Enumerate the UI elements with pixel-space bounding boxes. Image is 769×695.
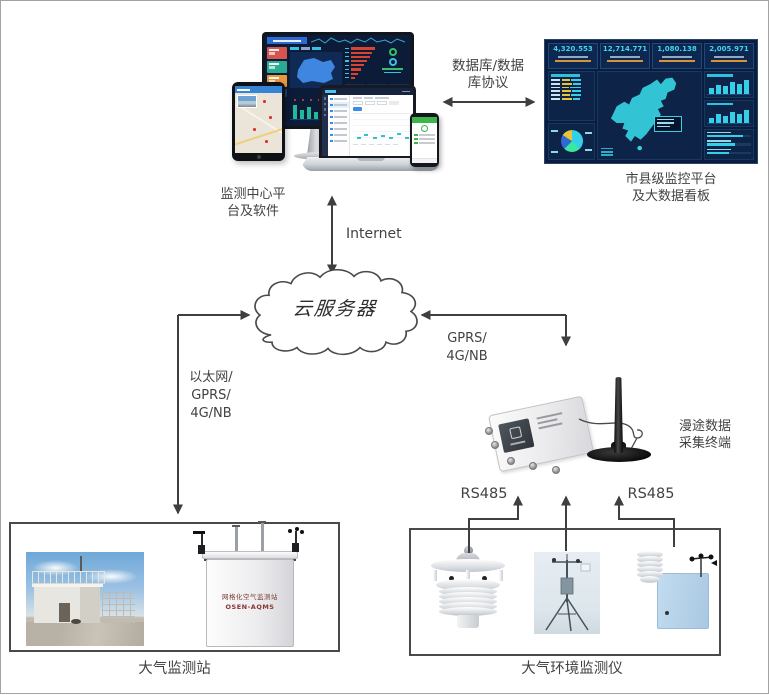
laptop-base-notch	[357, 157, 385, 161]
tablet-photo-card	[237, 95, 257, 108]
radiation-shield-sensor	[635, 549, 717, 633]
cabinet-title: 网格化空气监测站	[222, 593, 278, 601]
big-data-dashboard: 4,320.553 12,714.771 1,080.138 2,005.971	[544, 39, 758, 164]
wind-sensor-icon	[689, 553, 717, 577]
monitor-header-banner	[267, 37, 307, 44]
db-protocol-label: 数据库/数据 库协议	[451, 58, 525, 91]
internet-label: Internet	[346, 226, 402, 242]
cloud-server-label: 云服务器	[291, 298, 379, 320]
antenna-rod	[614, 377, 623, 453]
dashboard-china-map	[597, 71, 702, 160]
laptop	[319, 85, 416, 158]
terminal-connector	[485, 427, 493, 435]
terminal-connector	[507, 457, 515, 465]
anemometer-cup	[295, 527, 299, 531]
terminal-connector	[552, 466, 560, 474]
gprs-label: GPRS/ 4G/NB	[446, 331, 488, 364]
cabinet-top-cap	[202, 551, 298, 559]
air-quality-cabinet: 网格化空气监测站 OSEN-AQMS	[189, 521, 311, 649]
kpi-card: 12,714.771	[600, 43, 650, 69]
cluster-label: 监测中心平 台及软件	[220, 187, 286, 219]
rs485-left-label: RS485	[460, 486, 508, 502]
anemometer-box	[292, 543, 299, 552]
ethernet-label: 以太网/ GPRS/ 4G/NB	[189, 370, 233, 421]
kpi-card: 4,320.553	[548, 43, 598, 69]
wind-vane-box	[198, 545, 205, 554]
dashboard-bar-chart-2	[704, 99, 754, 127]
kpi-card: 2,005.971	[704, 43, 754, 69]
wind-vane-mast	[201, 533, 203, 547]
sensor-enclosure	[657, 573, 709, 629]
smartphone	[410, 113, 439, 167]
monitor-map-panel	[290, 47, 342, 88]
terminal-brand-panel	[498, 418, 535, 454]
terminal-connector	[491, 441, 499, 449]
tripod-weather-station	[534, 552, 600, 634]
phone-app-screen	[412, 117, 437, 163]
terminal-label: 漫途数据 采集终端	[678, 419, 731, 451]
data-collection-terminal	[479, 377, 679, 489]
terminal-connector	[529, 462, 537, 470]
laptop-admin-screen	[322, 88, 413, 156]
big-screen-label: 市县级监控平台 及大数据看板	[625, 172, 717, 204]
cabinet-body	[206, 559, 294, 647]
kpi-card: 1,080.138	[652, 43, 702, 69]
wind-vane-icon	[193, 531, 205, 534]
tablet	[232, 82, 285, 161]
anemometer-cup	[300, 530, 304, 534]
dashboard-pie-panel	[548, 122, 595, 160]
dashboard-table-panel	[548, 71, 595, 121]
monitor-header-waveform	[311, 37, 406, 44]
antenna-base	[587, 447, 651, 462]
dashboard-rank-list	[704, 128, 754, 160]
rs485-right-label: RS485	[627, 486, 675, 502]
laptop-base	[302, 157, 440, 171]
station-building-photo	[26, 552, 144, 646]
anemometer-mast	[295, 531, 297, 543]
station-box-label: 大气监测站	[138, 661, 211, 677]
dashboard-bar-chart-1	[704, 71, 754, 98]
instrument-box-label: 大气环境监测仪	[521, 661, 623, 677]
tablet-home-button	[256, 155, 261, 159]
cabinet-model: OSEN-AQMS	[225, 603, 275, 611]
anemometer-cup	[288, 529, 292, 533]
tablet-map-screen	[235, 86, 282, 153]
dashboard-kpi-row: 4,320.553 12,714.771 1,080.138 2,005.971	[548, 43, 754, 69]
multiparameter-weather-sensor	[428, 546, 508, 642]
